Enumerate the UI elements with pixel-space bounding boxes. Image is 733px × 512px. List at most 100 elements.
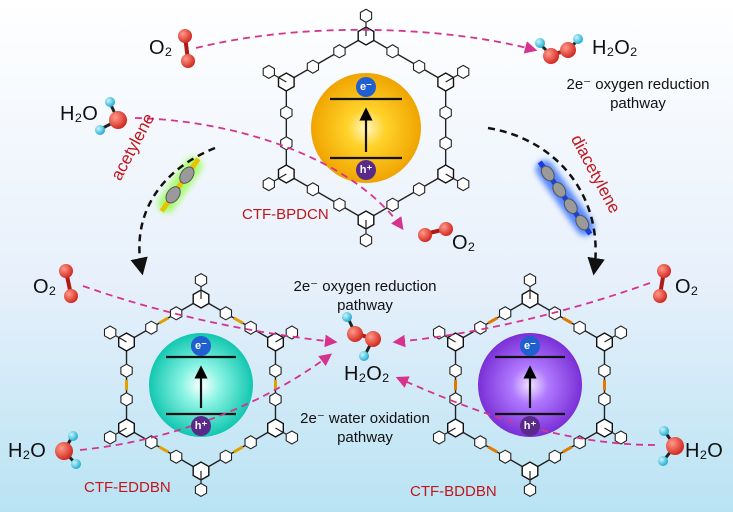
ctf-bpdcn-phenyl-ring xyxy=(306,182,320,197)
right-o2-reduction-arrow xyxy=(392,282,651,348)
ctf-bpdcn-phenyl-ring xyxy=(333,44,346,59)
ctf-eddbn-alkyne-bond xyxy=(233,445,244,454)
top-h2o2-label: H₂O₂ xyxy=(592,37,638,59)
ctf-bpdcn-framework xyxy=(262,8,470,248)
top-electron-badge: e⁻ xyxy=(356,77,376,97)
ctf-bpdcn-terminal-phenyl xyxy=(359,233,373,248)
ctf-eddbn-terminal-phenyl xyxy=(103,430,117,445)
left-h2o-molecule xyxy=(55,431,81,469)
left-hole-badge: h⁺ xyxy=(191,416,211,436)
ctf-bpdcn-phenyl-ring xyxy=(439,136,452,151)
ctf-bpdcn-terminal-phenyl xyxy=(262,176,275,192)
center-orr-pathway-label: 2e⁻ oxygen reduction pathway xyxy=(293,278,437,314)
ctf-eddbn-terminal-phenyl xyxy=(194,272,208,288)
ctf-bpdcn-phenyl-ring xyxy=(333,197,346,212)
left-transform-arrow xyxy=(130,146,216,276)
center-h2o2-molecule xyxy=(342,312,381,361)
ctf-eddbn-phenyl-ring xyxy=(145,320,158,335)
top-band-diagram xyxy=(330,97,402,160)
ctf-bddbn-terminal-phenyl xyxy=(614,430,628,445)
ctf-bddbn-alkyne-bond xyxy=(487,316,498,325)
top-h2o-to-o2-arrow xyxy=(134,117,404,231)
left-electron-badge: e⁻ xyxy=(191,336,211,356)
ctf-bddbn-alkyne-bond xyxy=(562,445,573,454)
left-o2-label: O₂ xyxy=(33,276,57,298)
ctf-eddbn-alkyne-bond xyxy=(233,316,244,325)
top-h2o-label: H₂O xyxy=(60,103,98,125)
ctf-eddbn-phenyl-ring xyxy=(219,306,233,321)
ctf-bddbn-phenyl-ring xyxy=(474,435,487,450)
top-o2-molecule xyxy=(178,29,195,68)
ctf-eddbn-terminal-phenyl xyxy=(194,482,208,498)
right-h2o-molecule xyxy=(658,426,684,466)
ctf-bddbn-terminal-phenyl xyxy=(523,272,537,288)
ctf-bddbn-terminal-phenyl xyxy=(614,325,628,340)
right-h2o-oxidation-arrow xyxy=(395,376,656,446)
ctf-eddbn-phenyl-ring xyxy=(244,435,257,450)
top-orr-pathway-label: 2e⁻ oxygen reduction pathway xyxy=(566,76,710,112)
top-h2o-molecule xyxy=(95,97,127,135)
left-o2-molecule xyxy=(59,264,78,303)
ctf-bpdcn-phenyl-ring xyxy=(412,182,426,197)
ctf-bpdcn-edge xyxy=(285,35,367,83)
right-transform-arrow xyxy=(487,126,605,276)
ctf-bddbn-alkyne-bond xyxy=(562,316,573,325)
top-h2o2-molecule xyxy=(535,34,583,64)
right-o2-molecule xyxy=(653,264,671,303)
ctf-eddbn-phenyl-ring xyxy=(269,392,282,407)
diacetylene-linker-icon xyxy=(535,160,595,236)
top-product-o2-label: O₂ xyxy=(452,232,476,254)
ctf-eddbn-alkyne-bond xyxy=(158,316,169,325)
top-hole-badge: h⁺ xyxy=(356,160,376,180)
ctf-eddbn-phenyl-ring xyxy=(120,392,133,407)
right-o2-label: O₂ xyxy=(675,276,699,298)
ctf-bddbn-phenyl-ring xyxy=(498,306,512,321)
center-wor-pathway-label: 2e⁻ water oxidation pathway xyxy=(300,410,430,446)
right-hole-badge: h⁺ xyxy=(520,416,540,436)
ctf-eddbn-phenyl-ring xyxy=(169,449,183,464)
left-h2o-oxidation-arrow xyxy=(79,353,333,451)
left-h2o-label: H₂O xyxy=(8,440,46,462)
ctf-bddbn-phenyl-ring xyxy=(449,363,462,378)
left-o2-reduction-arrow xyxy=(82,285,338,348)
ctf-bpdcn-phenyl-ring xyxy=(439,105,452,120)
ctf-eddbn-phenyl-ring xyxy=(219,449,233,464)
top-product-o2-molecule xyxy=(418,222,453,242)
ctf-eddbn-label: CTF-EDDBN xyxy=(84,479,171,496)
ctf-bpdcn-phenyl-ring xyxy=(280,136,293,151)
ctf-eddbn-phenyl-ring xyxy=(269,363,282,378)
ctf-bpdcn-terminal-phenyl xyxy=(359,8,373,23)
right-band-diagram xyxy=(495,355,565,416)
top-o2-label: O₂ xyxy=(149,37,173,59)
ctf-eddbn-phenyl-ring xyxy=(120,363,133,378)
ctf-bddbn-terminal-phenyl xyxy=(432,325,446,340)
ctf-bddbn-terminal-phenyl xyxy=(432,430,446,445)
ctf-bpdcn-terminal-phenyl xyxy=(457,64,470,80)
ctf-bddbn-phenyl-ring xyxy=(449,392,462,407)
ctf-eddbn-phenyl-ring xyxy=(244,320,257,335)
ctf-bpdcn-phenyl-ring xyxy=(280,105,293,120)
ctf-bpdcn-edge xyxy=(365,35,447,83)
ctf-bpdcn-terminal-phenyl xyxy=(457,176,470,192)
ctf-bddbn-phenyl-ring xyxy=(598,392,611,407)
top-o2-to-h2o2-arrow xyxy=(195,28,538,54)
right-h2o-label: H₂O xyxy=(685,440,723,462)
acetylene-linker-icon xyxy=(157,157,203,213)
ctf-bpdcn-terminal-phenyl xyxy=(262,64,275,80)
ctf-bddbn-phenyl-ring xyxy=(548,449,562,464)
ctf-bpdcn-edge xyxy=(365,173,447,221)
ctf-bpdcn-phenyl-ring xyxy=(306,59,320,74)
ctf-bpdcn-edge xyxy=(285,173,367,221)
ctf-eddbn-terminal-phenyl xyxy=(285,430,299,445)
center-h2o2-label: H₂O₂ xyxy=(344,363,390,385)
right-electron-badge: e⁻ xyxy=(520,336,540,356)
ctf-bddbn-phenyl-ring xyxy=(474,320,487,335)
ctf-eddbn-terminal-phenyl xyxy=(103,325,117,340)
ctf-eddbn-terminal-phenyl xyxy=(285,325,299,340)
ctf-bpdcn-phenyl-ring xyxy=(412,59,426,74)
ctf-bddbn-terminal-phenyl xyxy=(523,482,537,498)
ctf-bddbn-label: CTF-BDDBN xyxy=(410,483,497,500)
ctf-bpdcn-label: CTF-BPDCN xyxy=(242,206,329,223)
ctf-eddbn-alkyne-bond xyxy=(158,445,169,454)
